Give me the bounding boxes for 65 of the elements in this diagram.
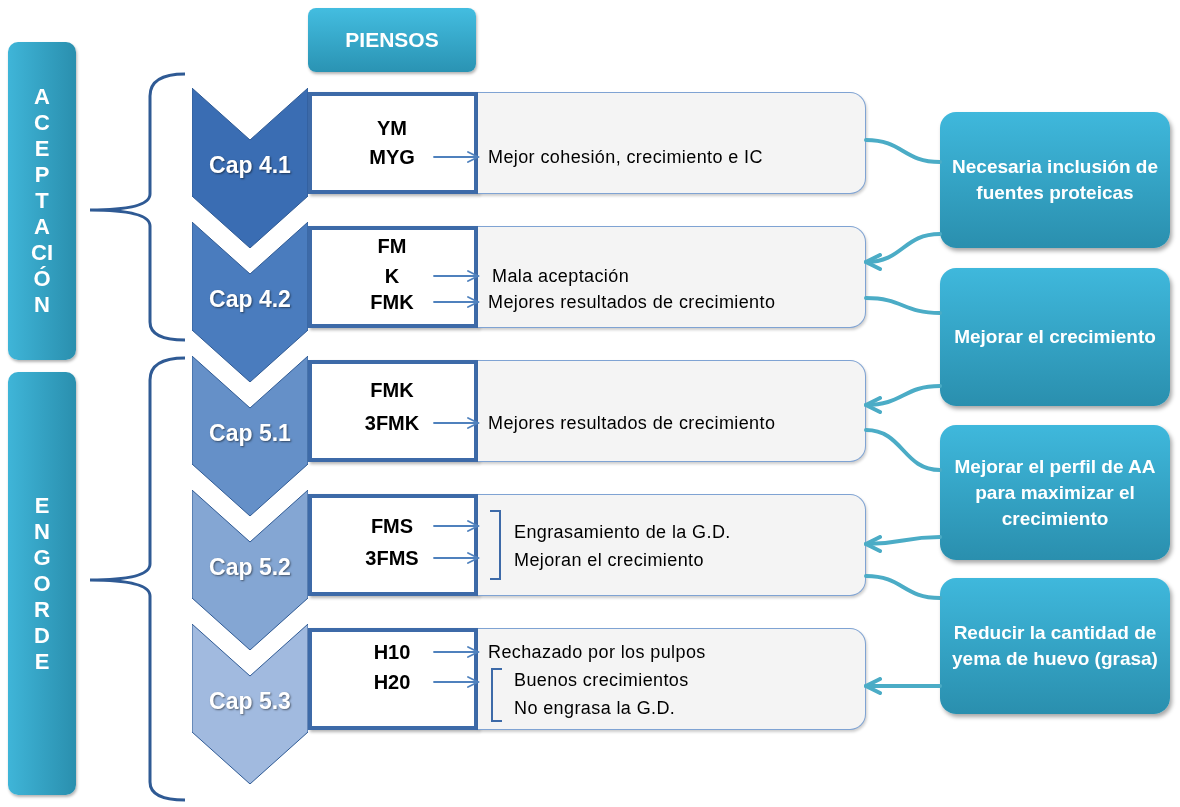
result-panel [478, 628, 866, 730]
feed-code: H20 [372, 670, 412, 694]
note-card [940, 425, 1170, 560]
side-tab [8, 372, 76, 795]
result-text: Mejoran el crecimiento [514, 548, 704, 572]
note-text: Reducir la cantidad de yema de huevo (grasa) [952, 621, 1158, 671]
connector-line [864, 296, 942, 315]
result-text: Engrasamiento de la G.D. [514, 520, 731, 544]
arrow [433, 676, 479, 688]
feed-code: H10 [372, 640, 412, 664]
chapter-label: Cap 4.1 [208, 152, 292, 179]
result-text: Rechazado por los pulpos [488, 640, 706, 664]
feed-box [308, 628, 478, 730]
arrow [433, 296, 479, 308]
result-text: No engrasa la G.D. [514, 696, 676, 720]
curved-arrow [864, 534, 942, 553]
result-panel [478, 360, 866, 462]
note-card [940, 112, 1170, 248]
feed-code: MYG [368, 145, 416, 169]
feed-box [308, 226, 478, 328]
curved-arrow [864, 384, 942, 414]
connector-line [864, 138, 942, 164]
connector-line [864, 574, 942, 600]
vertical-label: ACEPTACIÓN [31, 84, 53, 318]
feed-box [308, 494, 478, 596]
result-panel [478, 92, 866, 194]
header-label: PIENSOS [345, 28, 439, 52]
chapter-label: Cap 5.2 [208, 554, 292, 581]
feed-box [308, 360, 478, 462]
note-card [940, 578, 1170, 714]
feed-code: FM [376, 234, 408, 258]
feed-code: 3FMK [363, 411, 421, 435]
side-tab [8, 42, 76, 360]
feed-code: FMK [369, 378, 415, 402]
connector-line [864, 428, 942, 472]
chapter-label: Cap 4.2 [208, 286, 292, 313]
result-text: Mejores resultados de crecimiento [488, 411, 776, 435]
note-text: Mejorar el crecimiento [954, 325, 1156, 349]
curved-arrow [864, 677, 942, 695]
chapter-label: Cap 5.3 [208, 688, 292, 715]
curved-arrow [864, 232, 942, 271]
arrow [433, 646, 479, 658]
chapter-label: Cap 5.1 [208, 420, 292, 447]
result-panel [478, 494, 866, 596]
result-text: Mala aceptación [492, 264, 630, 288]
note-card [940, 268, 1170, 406]
result-panel [478, 226, 866, 328]
header-tab [308, 8, 476, 72]
arrow [433, 151, 479, 163]
feed-box [308, 92, 478, 194]
arrow [433, 520, 479, 532]
result-text: Mejores resultados de crecimiento [488, 290, 776, 314]
arrow [433, 417, 479, 429]
arrow [433, 270, 479, 282]
note-text: Necesaria inclusión de fuentes proteicas [952, 155, 1158, 205]
feed-code: FMS [369, 514, 415, 538]
note-text: Mejorar el perfil de AA para maximizar el crecimiento [953, 454, 1157, 531]
feed-code: FMK [369, 290, 415, 314]
result-text: Mejor cohesión, crecimiento e IC [488, 145, 763, 169]
feed-code: 3FMS [364, 546, 420, 570]
result-text: Buenos crecimientos [514, 668, 689, 692]
arrow [433, 552, 479, 564]
vertical-label: ENGORDE [32, 492, 52, 675]
feed-code: YM [376, 116, 408, 140]
feed-code: K [383, 264, 401, 288]
